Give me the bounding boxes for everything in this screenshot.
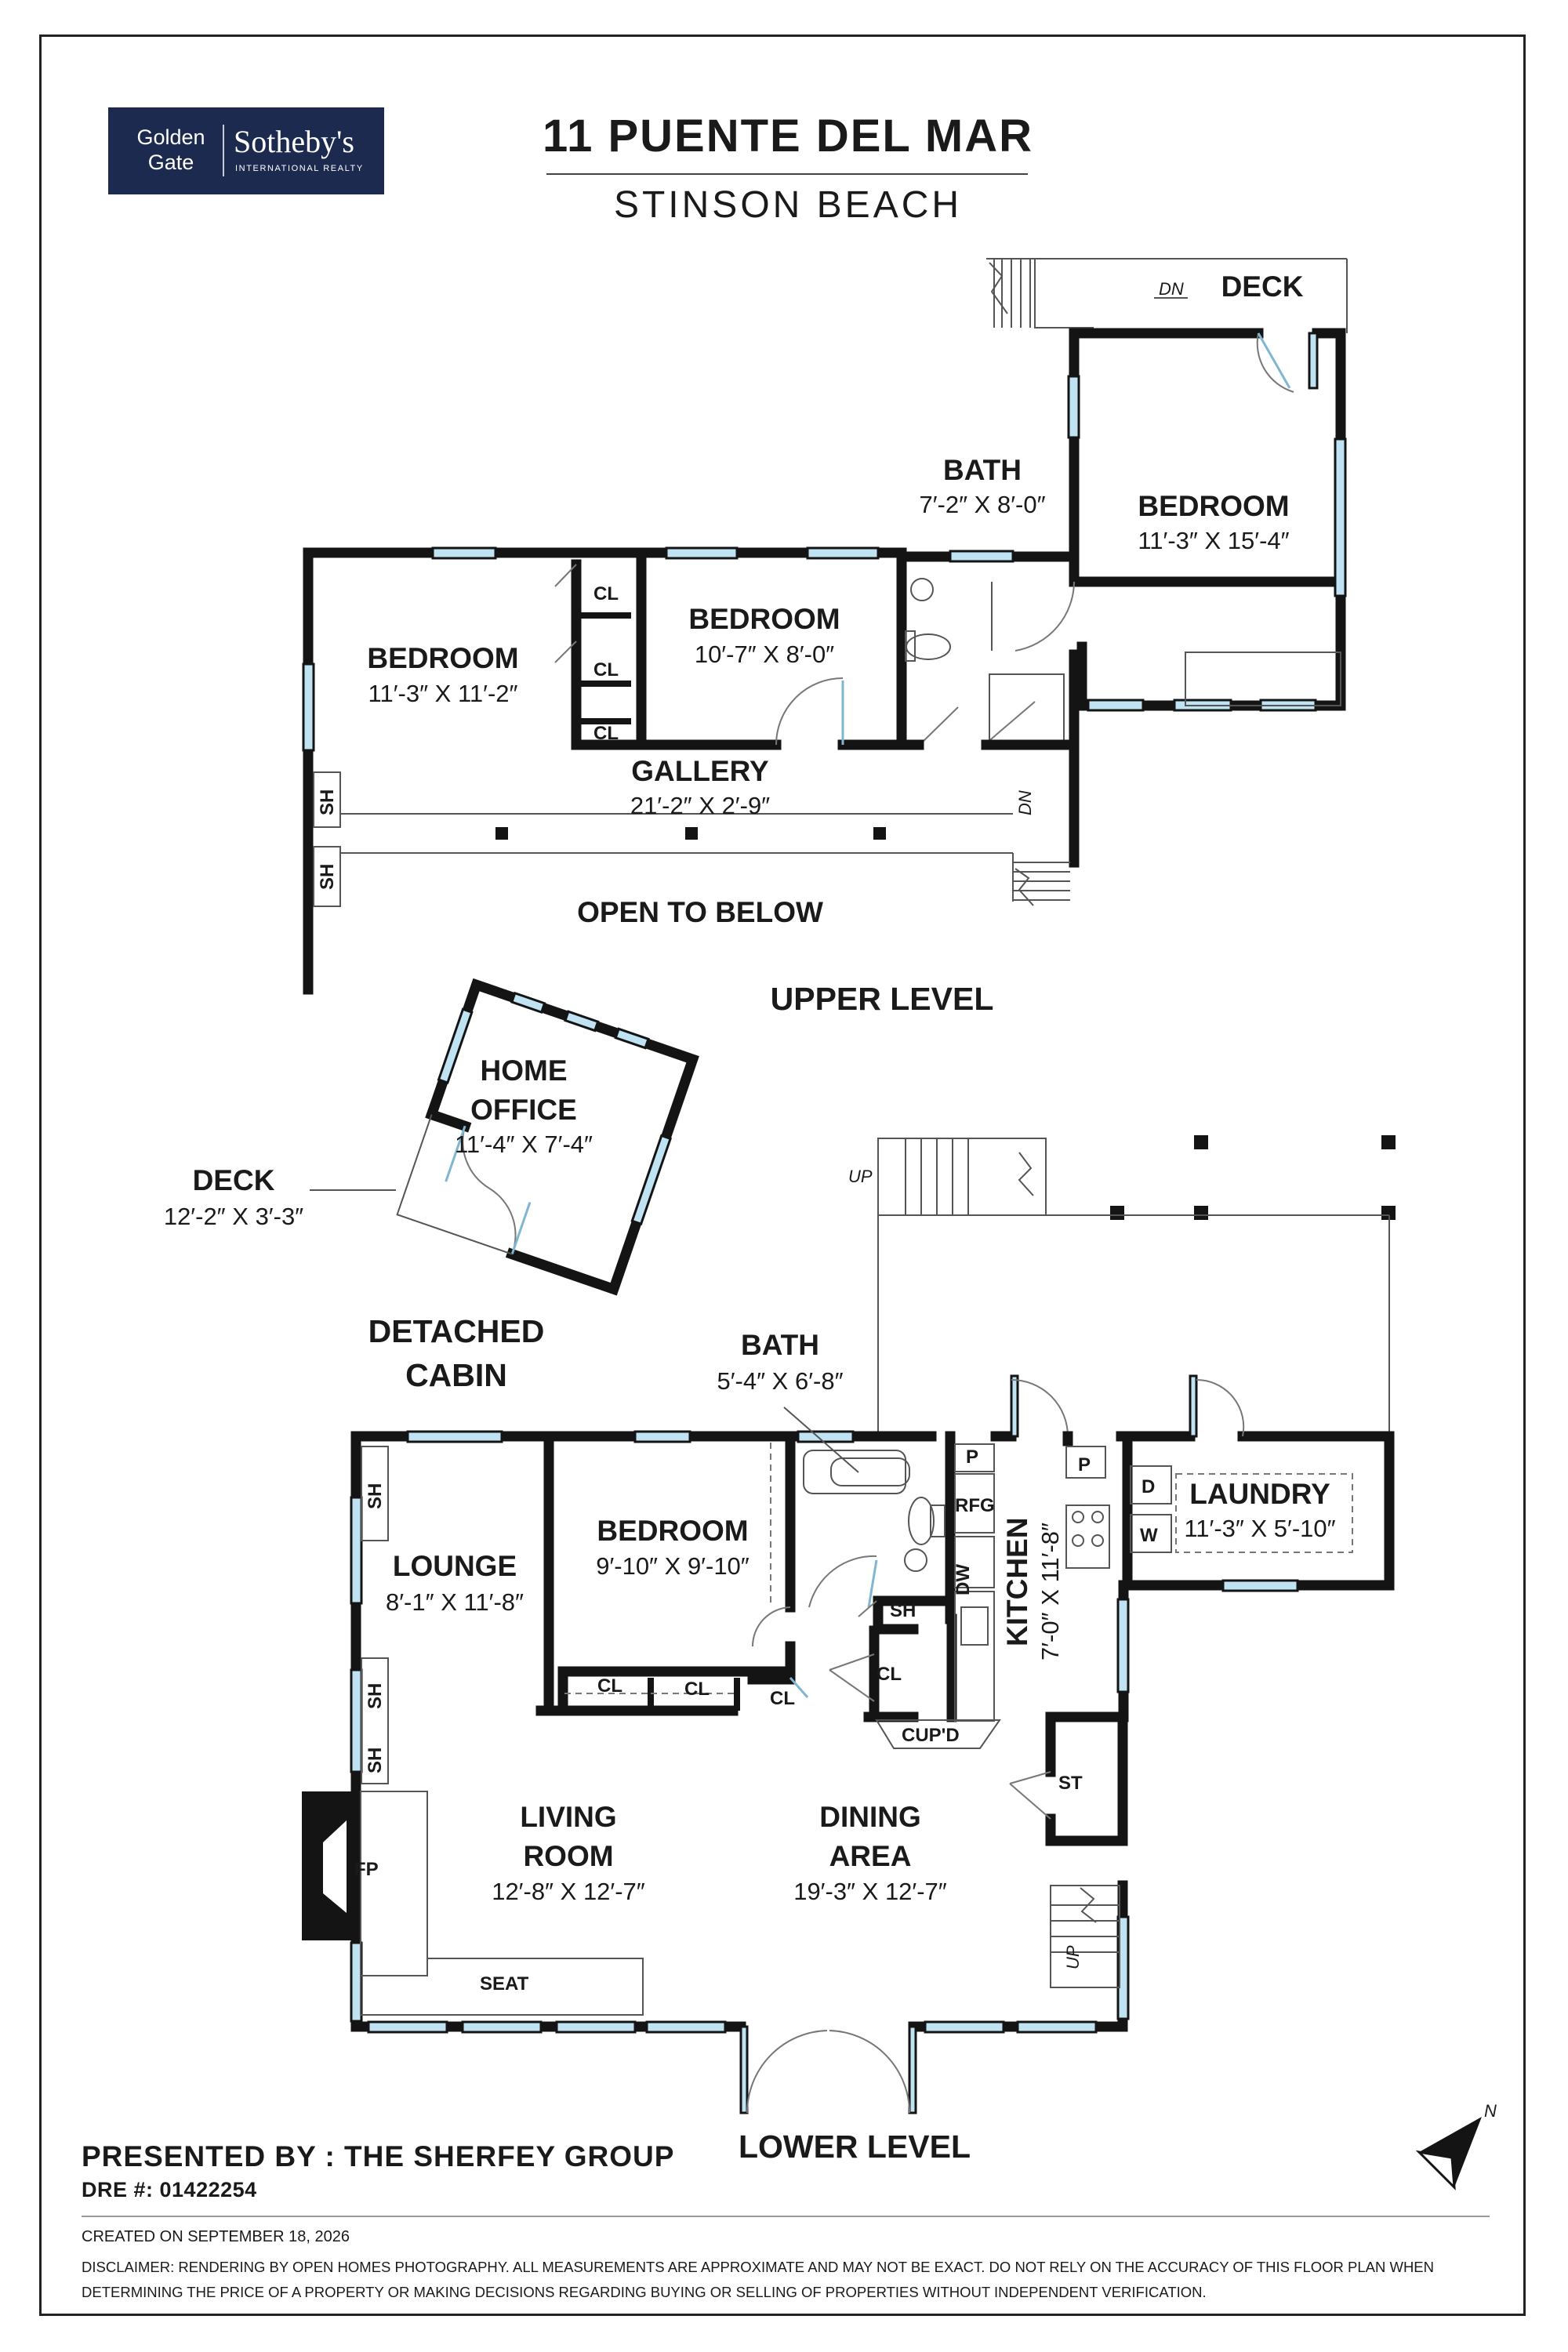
closet-label-3: CL bbox=[593, 723, 619, 744]
page-title: 11 PUENTE DEL MAR bbox=[543, 111, 1033, 162]
closet-label-1: CL bbox=[593, 583, 619, 604]
laundry-dims: 11′-3″ X 5′-10″ bbox=[1184, 1515, 1335, 1542]
cabin-deck-name: DECK bbox=[193, 1164, 275, 1196]
upper-bedroom-east-dims: 11′-3″ X 15′-4″ bbox=[1138, 527, 1289, 554]
living-room-dims: 12′-8″ X 12′-7″ bbox=[492, 1878, 645, 1905]
lounge-shelf-3: SH bbox=[365, 1748, 386, 1773]
hall-closet-label: CL bbox=[877, 1664, 902, 1685]
fireplace-label: FP bbox=[354, 1859, 379, 1880]
washer-label: W bbox=[1140, 1525, 1158, 1546]
upper-level-label: UPPER LEVEL bbox=[771, 981, 994, 1017]
up-side-label: UP bbox=[1063, 1945, 1083, 1969]
north-label: N bbox=[1484, 2101, 1497, 2121]
bedroom-closet-2: CL bbox=[684, 1679, 710, 1700]
dre-number: DRE #: 01422254 bbox=[82, 2178, 257, 2201]
cabin-deck-dims: 12′-2″ X 3′-3″ bbox=[164, 1203, 303, 1230]
upper-bedroom-east-name: BEDROOM bbox=[1138, 490, 1289, 522]
sothebys-logo: Golden Gate Sotheby's INTERNATIONAL REAL… bbox=[108, 107, 384, 194]
bedroom-closet-3: CL bbox=[770, 1688, 795, 1709]
lower-level-label: LOWER LEVEL bbox=[739, 2129, 971, 2165]
upper-deck-stairs bbox=[986, 258, 1348, 333]
logo-separator bbox=[223, 125, 224, 176]
up-top-label: UP bbox=[848, 1167, 873, 1186]
disclaimer: DISCLAIMER: RENDERING BY OPEN HOMES PHOT… bbox=[82, 2259, 1434, 2300]
dryer-label: D bbox=[1142, 1476, 1155, 1497]
logo-golden-gate: Golden Gate bbox=[130, 125, 212, 175]
laundry-name: LAUNDRY bbox=[1189, 1478, 1330, 1510]
lower-bath-dims: 5′-4″ X 6′-8″ bbox=[717, 1367, 843, 1395]
upper-bedroom-west-name: BEDROOM bbox=[367, 642, 518, 674]
bath-leader-line bbox=[783, 1406, 859, 1473]
upper-bedroom-middle-dims: 10′-7″ X 8′-0″ bbox=[695, 641, 834, 668]
bath-shelf-label: SH bbox=[890, 1600, 916, 1621]
seat-label: SEAT bbox=[480, 1973, 529, 1994]
dining-area-name-2: AREA bbox=[829, 1840, 912, 1872]
fridge-label: RFG bbox=[955, 1495, 995, 1516]
page-frame bbox=[39, 34, 1526, 2316]
title-divider bbox=[546, 173, 1028, 175]
upper-bath-name: BATH bbox=[943, 454, 1022, 486]
dishwasher-label: DW bbox=[953, 1564, 974, 1595]
kitchen-dims: 7′-0″ X 11′-8″ bbox=[1036, 1523, 1064, 1661]
logo-line1: Golden bbox=[136, 125, 205, 149]
upper-level-walls bbox=[302, 258, 1348, 995]
living-room-name-1: LIVING bbox=[520, 1801, 616, 1833]
open-to-below-label: OPEN TO BELOW bbox=[577, 896, 823, 928]
logo-brand: Sotheby's bbox=[234, 124, 354, 159]
dn-gallery-label: DN bbox=[1015, 790, 1035, 815]
detached-cabin-title-1: DETACHED bbox=[368, 1313, 545, 1349]
upper-labels: DECK DN BEDROOM 11′-3″ X 15′-4″ BATH 7′-… bbox=[317, 270, 1304, 1017]
upper-bedroom-middle-name: BEDROOM bbox=[688, 603, 840, 635]
closet-label-2: CL bbox=[593, 659, 619, 681]
living-room-name-2: ROOM bbox=[523, 1840, 613, 1872]
lower-bedroom-name: BEDROOM bbox=[597, 1515, 748, 1547]
home-office-name-1: HOME bbox=[481, 1054, 568, 1087]
gallery-dims: 21′-2″ X 2′-9″ bbox=[630, 792, 770, 819]
footer-divider bbox=[82, 2216, 1490, 2217]
dining-area-name-1: DINING bbox=[819, 1801, 921, 1833]
lounge-shelf-2: SH bbox=[365, 1683, 386, 1709]
lower-level-walls bbox=[302, 1135, 1396, 2114]
deck-label: DECK bbox=[1221, 270, 1304, 303]
shelf-label-1: SH bbox=[317, 789, 338, 815]
logo-tagline: INTERNATIONAL REALTY bbox=[235, 164, 364, 173]
pantry-a-label: P bbox=[966, 1446, 978, 1468]
bedroom-closet-1: CL bbox=[597, 1675, 622, 1697]
cabin-labels: HOME OFFICE 11′-4″ X 7′-4″ DECK 12′-2″ X… bbox=[164, 1054, 593, 1393]
created-date: CREATED ON SEPTEMBER 18, 2026 bbox=[82, 2228, 350, 2245]
home-office-dims: 11′-4″ X 7′-4″ bbox=[455, 1131, 593, 1158]
detached-cabin-title-2: CABIN bbox=[405, 1357, 507, 1393]
storage-label: ST bbox=[1058, 1773, 1083, 1794]
lounge-dims: 8′-1″ X 11′-8″ bbox=[386, 1588, 524, 1616]
lounge-name: LOUNGE bbox=[393, 1550, 517, 1582]
presented-by: PRESENTED BY : THE SHERFEY GROUP bbox=[82, 2140, 675, 2172]
home-office-name-2: OFFICE bbox=[470, 1094, 577, 1126]
dn-top-label: DN bbox=[1159, 279, 1184, 299]
gallery-name: GALLERY bbox=[631, 755, 769, 787]
lounge-shelf-1: SH bbox=[365, 1483, 386, 1509]
dining-area-dims: 19′-3″ X 12′-7″ bbox=[793, 1878, 947, 1905]
pantry-b-label: P bbox=[1078, 1454, 1091, 1475]
upper-bedroom-west-dims: 11′-3″ X 11′-2″ bbox=[368, 680, 518, 707]
kitchen-name: KITCHEN bbox=[1001, 1518, 1033, 1646]
shelf-label-2: SH bbox=[317, 864, 338, 890]
logo-line2: Gate bbox=[147, 151, 194, 174]
lower-labels: UP BATH 5′-4″ X 6′-8″ LOUNGE 8′-1″ X 11′… bbox=[354, 1167, 1336, 2165]
cupboard-label: CUP'D bbox=[902, 1725, 960, 1746]
upper-bath-dims: 7′-2″ X 8′-0″ bbox=[919, 491, 1045, 518]
page-subtitle: STINSON BEACH bbox=[613, 184, 963, 226]
detached-cabin-walls bbox=[396, 978, 699, 1296]
north-arrow-icon: N bbox=[1415, 2101, 1497, 2190]
lower-bedroom-dims: 9′-10″ X 9′-10″ bbox=[596, 1552, 750, 1580]
lower-bath-name: BATH bbox=[741, 1329, 819, 1361]
